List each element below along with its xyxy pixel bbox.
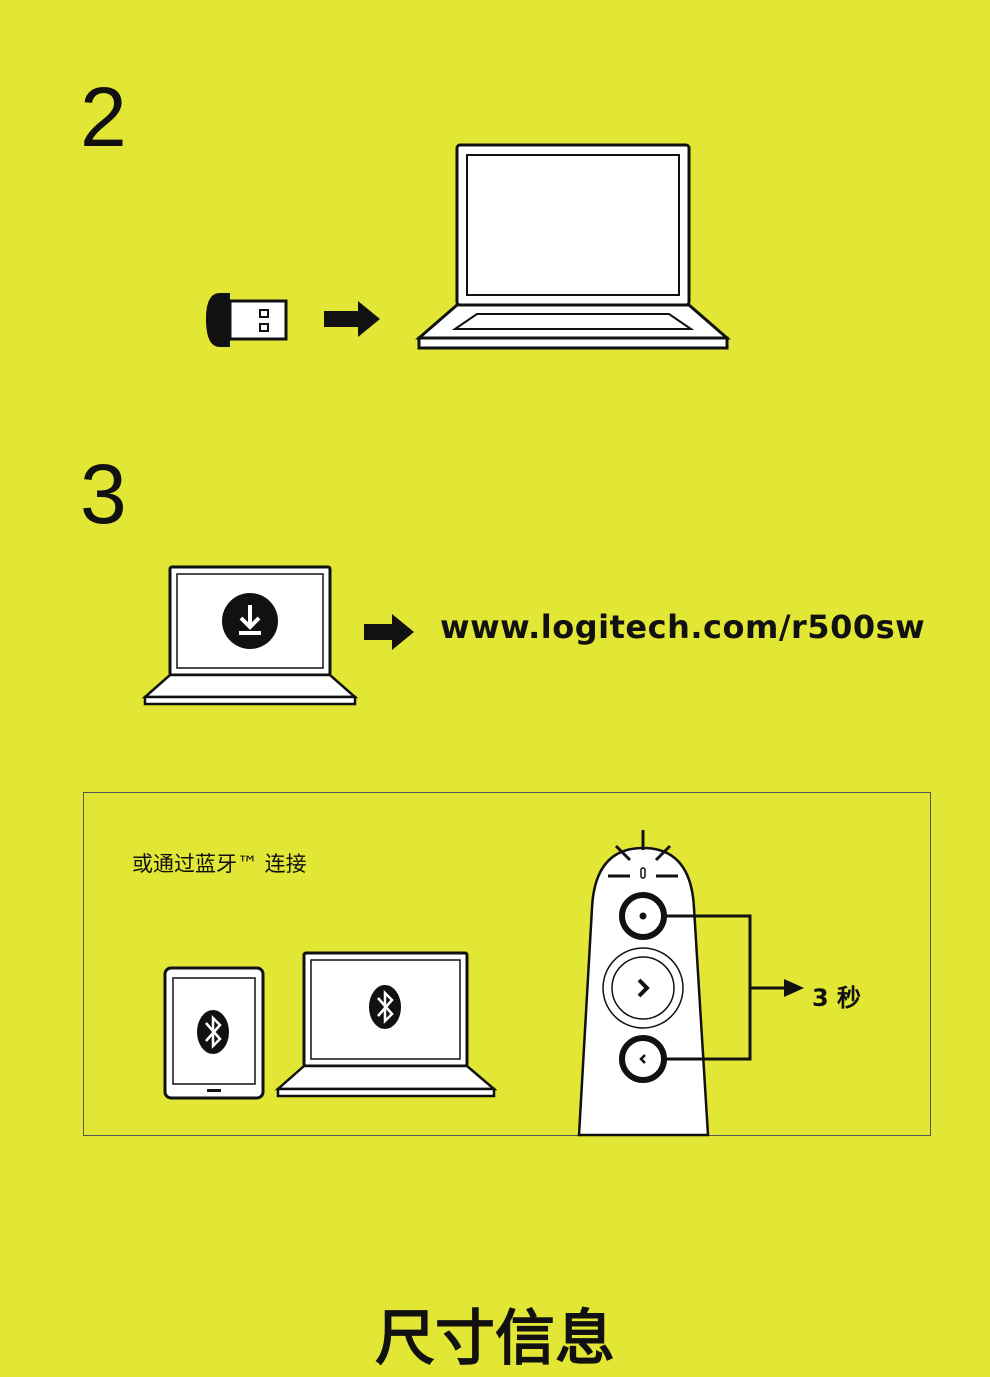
download-url[interactable]: www.logitech.com/r500sw [440,608,926,646]
bluetooth-label: 或通过蓝牙™ 连接 [132,852,307,876]
laptop-bluetooth-icon [275,951,497,1098]
bluetooth-panel [83,792,931,1136]
step-number-2: 2 [80,70,127,164]
back-button [619,1035,667,1083]
hold-duration-label: 3 秒 [812,984,862,1012]
presenter-remote-icon [577,830,804,1137]
tablet-bluetooth-icon [163,966,265,1100]
arrow-right-icon [364,614,414,650]
laptop-download-icon [142,565,358,706]
section-title: 尺寸信息 [375,1304,615,1374]
step-number-3: 3 [80,447,127,541]
usb-receiver-icon [206,293,380,347]
laptop-icon [415,143,731,350]
arrow-right-icon [324,301,380,337]
